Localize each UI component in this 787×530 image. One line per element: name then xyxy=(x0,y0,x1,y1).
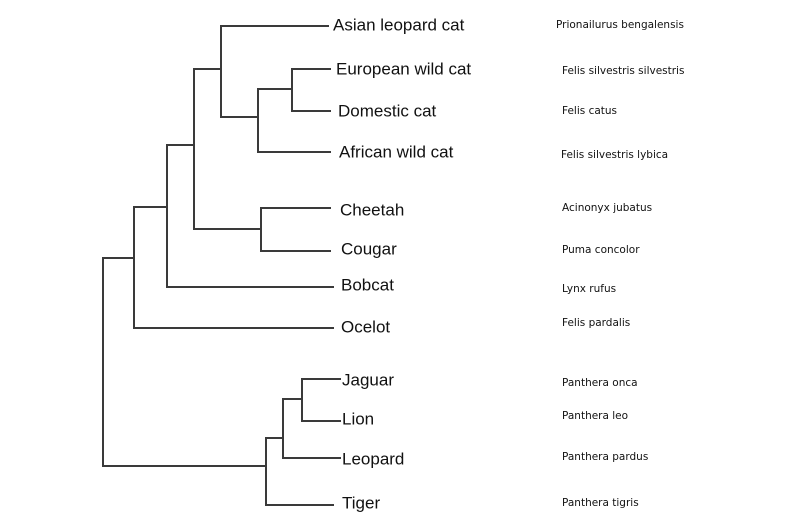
sci-cougar: Puma concolor xyxy=(562,244,640,256)
sci-european-wild-cat: Felis silvestris silvestris xyxy=(562,65,684,77)
leopard-node xyxy=(282,398,341,459)
label-cheetah: Cheetah xyxy=(340,200,404,219)
label-asian-leopard-cat: Asian leopard cat xyxy=(333,15,465,34)
panthera-node xyxy=(265,437,334,506)
label-jaguar: Jaguar xyxy=(342,370,394,389)
sci-leopard: Panthera pardus xyxy=(562,451,648,463)
label-european-wild-cat: European wild cat xyxy=(336,59,471,78)
sci-lion: Panthera leo xyxy=(562,410,628,422)
jaguar-lion-node xyxy=(301,378,341,422)
felis-node xyxy=(257,88,331,153)
sci-cheetah: Acinonyx jubatus xyxy=(562,202,652,214)
tree-branches xyxy=(102,25,341,506)
sci-tiger: Panthera tigris xyxy=(562,497,639,509)
sci-domestic-cat: Felis catus xyxy=(562,105,617,117)
sci-jaguar: Panthera onca xyxy=(562,377,638,389)
root-branch xyxy=(102,257,267,467)
scientific-name-labels: Prionailurus bengalensis Felis silvestri… xyxy=(556,19,684,509)
label-cougar: Cougar xyxy=(341,239,397,258)
label-african-wild-cat: African wild cat xyxy=(339,142,454,161)
european-domestic-node xyxy=(291,68,331,112)
label-ocelot: Ocelot xyxy=(341,317,390,336)
sci-african-wild-cat: Felis silvestris lybica xyxy=(561,149,668,161)
cheetah-cougar-clade-branch xyxy=(193,68,262,230)
label-leopard: Leopard xyxy=(342,449,404,468)
common-name-labels: Asian leopard cat European wild cat Dome… xyxy=(333,15,471,512)
label-lion: Lion xyxy=(342,409,374,428)
label-domestic-cat: Domestic cat xyxy=(338,101,437,120)
sci-ocelot: Felis pardalis xyxy=(562,317,630,329)
label-bobcat: Bobcat xyxy=(341,275,394,294)
sci-bobcat: Lynx rufus xyxy=(562,283,616,295)
label-tiger: Tiger xyxy=(342,493,380,512)
leopard-cat-felis-node xyxy=(220,25,329,118)
bobcat-clade-branch xyxy=(166,144,334,288)
sci-asian-leopard-cat: Prionailurus bengalensis xyxy=(556,19,684,31)
ocelot-clade-branch xyxy=(133,206,334,329)
cheetah-cougar-node xyxy=(260,207,331,252)
